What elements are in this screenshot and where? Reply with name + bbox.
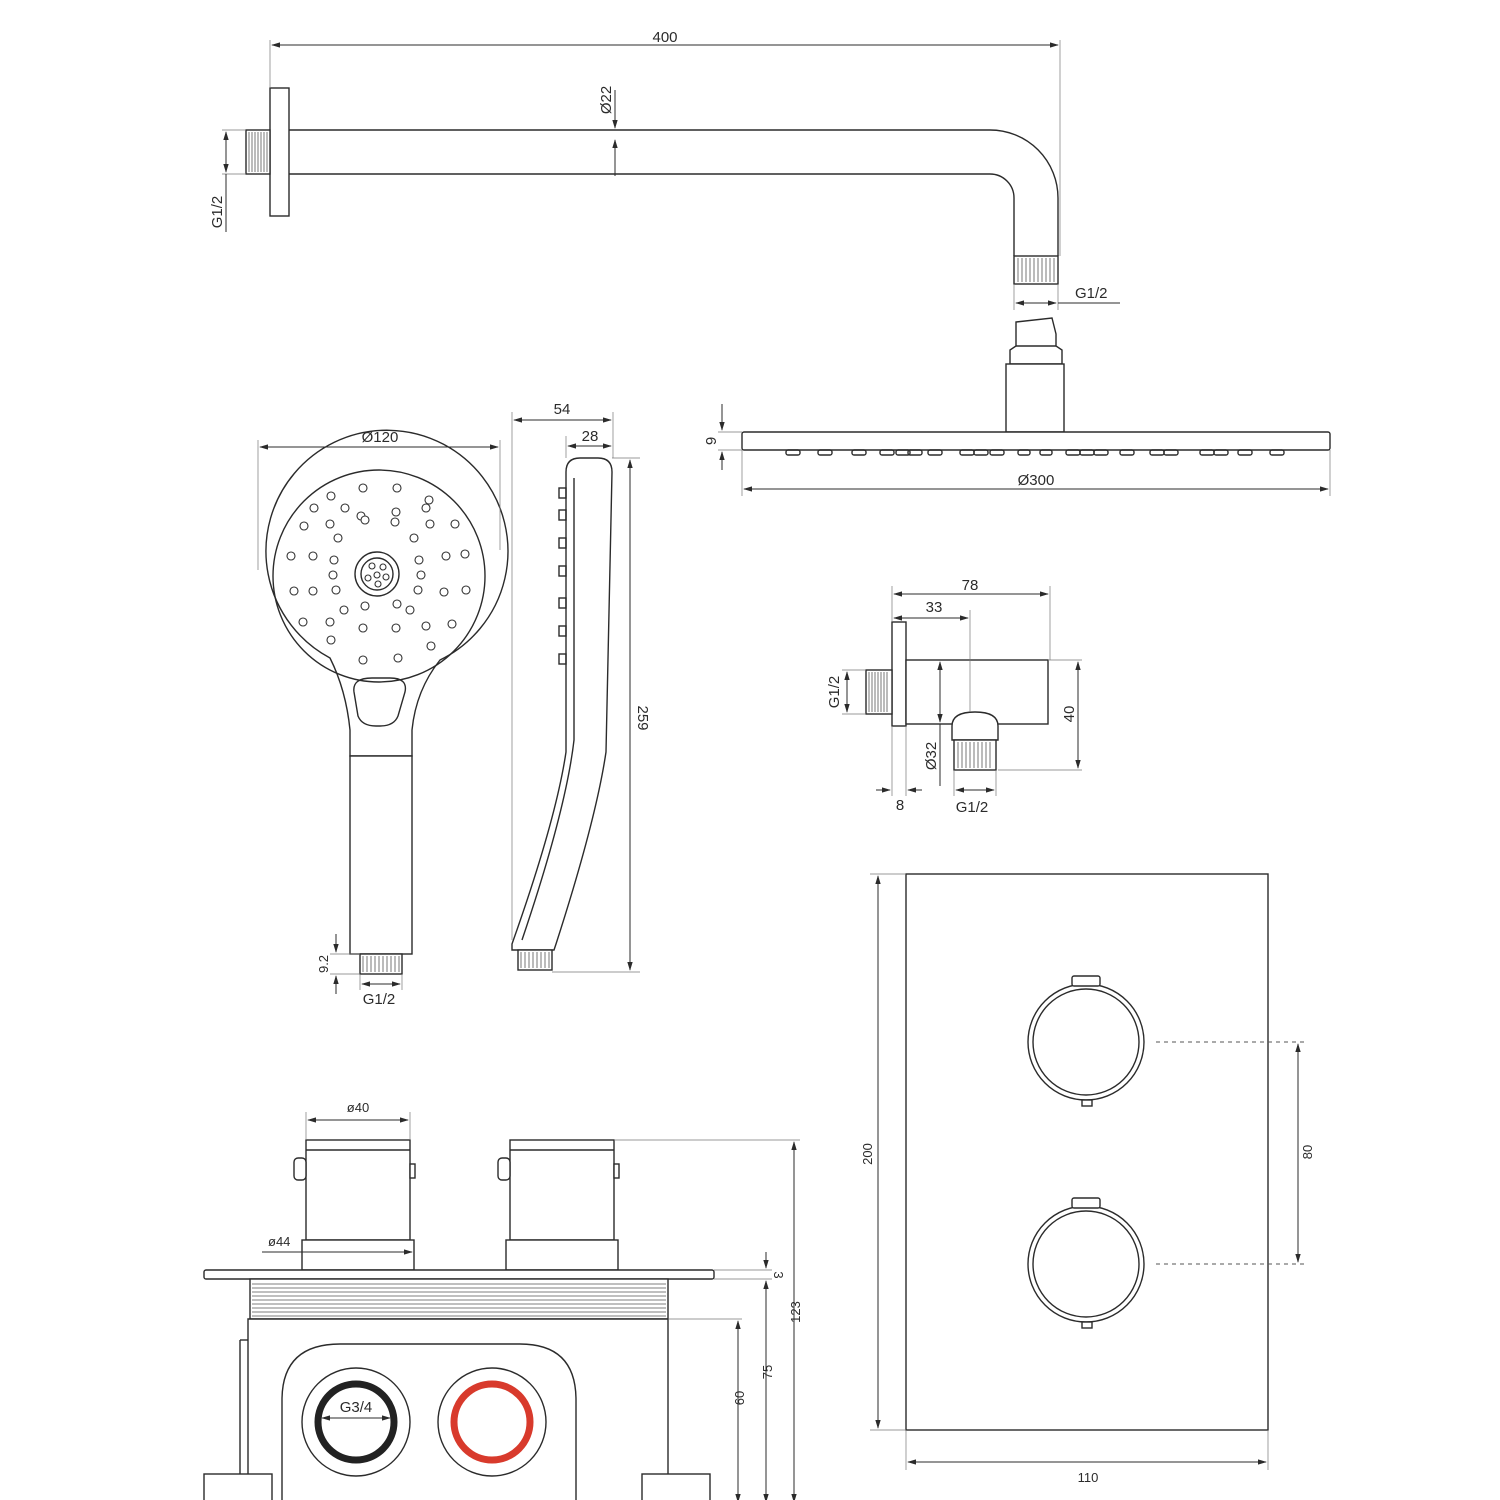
shower-plate [741,431,1331,451]
foot-right [641,1473,711,1500]
hand-depth-label: 54 [554,401,571,418]
outlet-elbow [951,711,999,741]
shower-arm: 400 Ø22 G1/2 G1/2 [209,29,1120,310]
outlet-thread [953,739,997,771]
spray-holes [286,483,471,665]
side-thread [517,949,553,971]
knob-left-pin [293,1157,307,1181]
handle [349,755,413,955]
escutcheon-diameter-label: ø44 [268,1234,290,1249]
outlet-height-label: 40 [1061,706,1078,723]
outlet-length-label: 78 [962,577,979,594]
inlet-thread-label: G3/4 [340,1399,373,1416]
ball-joint [1009,317,1063,365]
knob-left [305,1139,411,1241]
foot-left [203,1473,273,1500]
hand-thread-length-label: 9.2 [316,955,331,973]
hand-shower-front: Ø120 9.2 G1/2 [257,429,509,1008]
trim-height-label: 200 [860,1143,875,1165]
trim-plate-front: 80 200 110 [860,873,1315,1485]
box-depth-label: 60 [732,1391,747,1405]
arm-length-label: 400 [652,29,677,46]
thermostat-body-side: G3/4 ø40 ø44 3 123 75 60 [203,1100,803,1500]
arm-pipe-diameter-label: Ø22 [598,86,615,114]
knob-diameter-label: ø40 [347,1100,369,1115]
rain-shower-diameter-label: Ø300 [1018,472,1055,489]
outlet-rose [891,621,907,727]
wall-flange [269,87,290,217]
mode-button [353,677,407,727]
flow-knob-tab [1081,1321,1093,1329]
wall-outlet: 78 33 40 G1/2 Ø32 8 G1/2 [826,577,1082,816]
hot-inlet-ring [450,1380,534,1464]
escutcheon-left [301,1239,415,1271]
outlet-rose-diameter-label: Ø32 [923,742,940,770]
knob-right-pin [497,1157,511,1181]
outlet-rose-depth-label: 8 [896,797,904,814]
side-buttons [558,487,567,665]
knob-left-tab [409,1163,416,1179]
flow-knob-marker [1071,1197,1101,1209]
arm-pipe-inner [289,173,1015,256]
ribbed-extension [249,1278,669,1320]
hand-length-label: 259 [634,705,651,730]
outlet-inlet-thread-label: G1/2 [826,676,843,709]
plate-thickness-label: 9 [703,437,720,445]
flow-knob [1027,1205,1145,1323]
temperature-knob-tab [1081,1099,1093,1107]
arm-pipe-outer [289,129,1059,256]
arm-outlet-thread [1013,255,1059,285]
outlet-offset-label: 33 [926,599,943,616]
cover-plate [203,1269,715,1280]
total-depth-label: 123 [788,1301,803,1323]
arm-wall-thread-label: G1/2 [209,196,226,229]
cold-inlet-ring [314,1380,398,1464]
rain-shower-head: 9 Ø300 [703,317,1331,496]
hand-shower-side: 54 28 259 [511,401,651,973]
outlet-inlet-thread [865,669,893,715]
hand-shower-diameter-label: Ø120 [362,429,399,446]
temperature-knob [1027,983,1145,1101]
spray-face-ring [272,469,486,683]
center-nozzle [354,551,400,597]
temperature-knob-marker [1071,975,1101,987]
knob-spacing-label: 80 [1300,1145,1315,1159]
trim-width-label: 110 [1078,1470,1099,1485]
hand-shower-thread [359,953,403,975]
escutcheon-right [505,1239,619,1271]
hand-thread-label: G1/2 [363,991,396,1008]
arm-outlet-thread-label: G1/2 [1075,285,1108,302]
hand-shower-side-outline [511,457,613,951]
handle-depth-label: 28 [582,428,599,445]
knob-right-tab [613,1163,620,1179]
knob-right [509,1139,615,1241]
outlet-thread-label: G1/2 [956,799,989,816]
plate-thickness-label: 3 [771,1271,786,1278]
shower-head-neck [1005,363,1065,433]
nozzle-row [785,449,1285,456]
body-depth-label: 75 [760,1365,775,1379]
trim-plate [905,873,1269,1431]
